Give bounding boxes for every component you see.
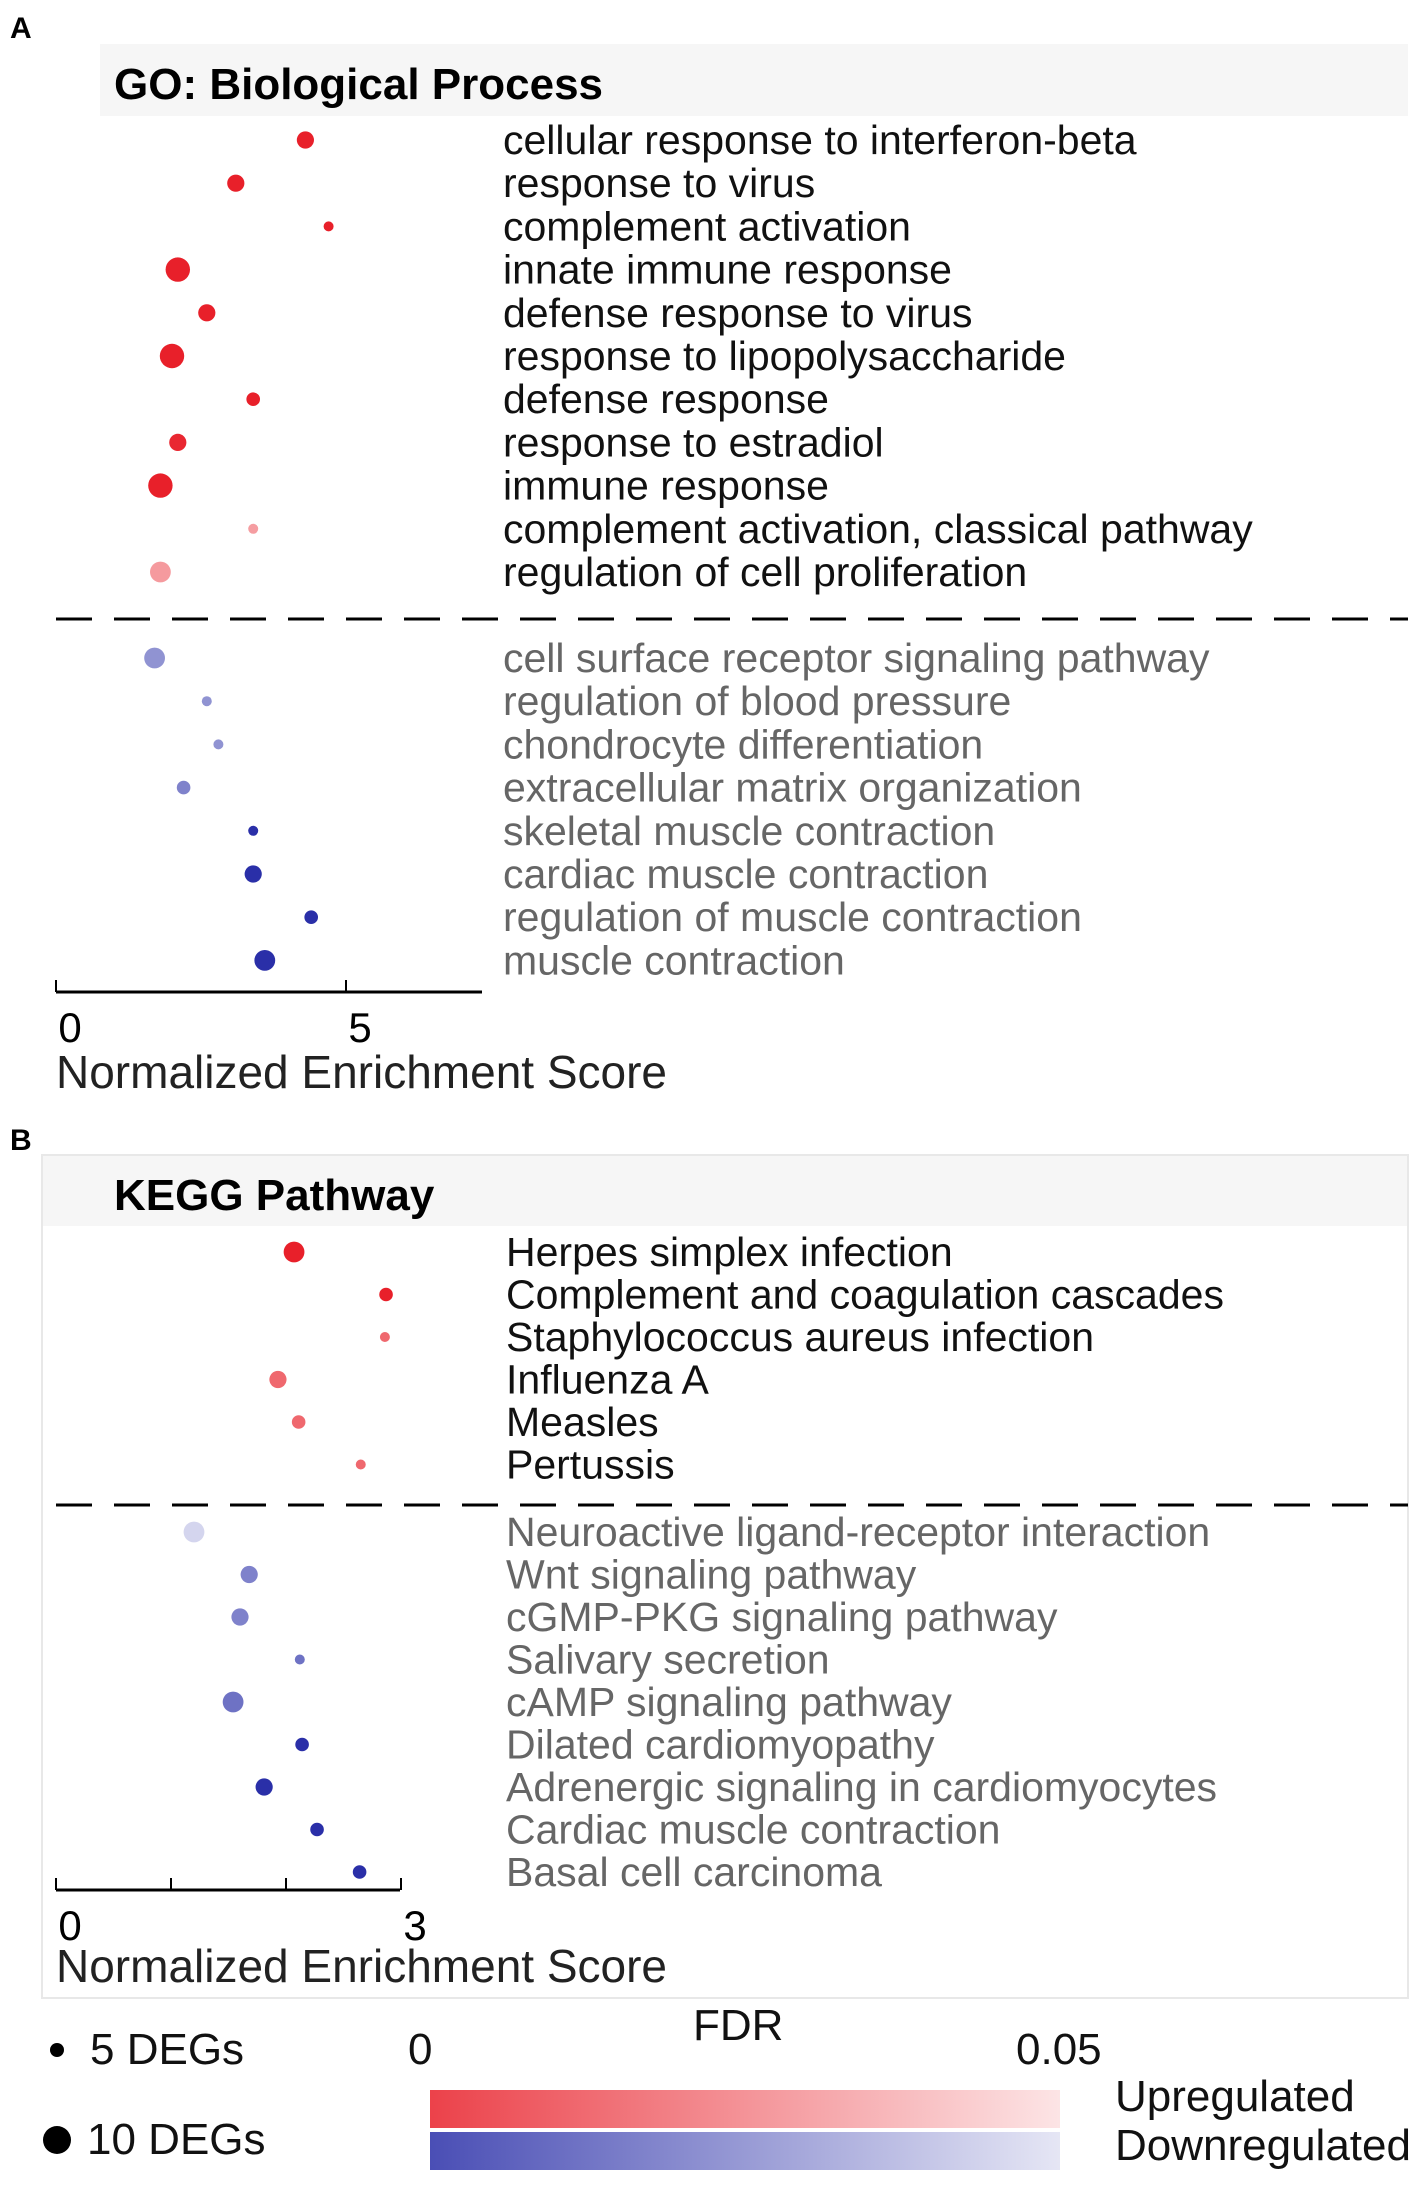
kegg-down-term-label-3: Salivary secretion [506,1637,830,1683]
legend-size-small-marker [50,2043,64,2057]
kegg-down-term-label-1: Wnt signaling pathway [506,1552,917,1598]
panel-a-title: GO: Biological Process [114,60,603,109]
kegg-up-point-5 [355,1459,366,1470]
legend: 5 DEGs 10 DEGs FDR 0 0.05 Upregulated Do… [43,2001,1411,2170]
kegg-up-point-3 [269,1370,287,1389]
kegg-x-axis-title: Normalized Enrichment Score [56,1940,667,1992]
go-down-point-7 [254,950,276,971]
kegg-down-term-label-0: Neuroactive ligand-receptor interaction [506,1509,1210,1555]
legend-fdr-min: 0 [408,2025,432,2074]
go-up-point-5 [159,343,185,369]
go-down-term-label-7: muscle contraction [503,937,845,983]
go-down-point-0 [144,647,166,669]
legend-down-gradient [430,2132,1060,2170]
kegg-down-point-7 [310,1822,324,1837]
go-down-point-1 [201,696,212,707]
go-down-term-label-0: cell surface receptor signaling pathway [503,635,1210,681]
go-down-point-3 [176,780,191,795]
kegg-down-point-2 [231,1608,249,1626]
go-up-point-1 [227,174,245,192]
panel-b-letter: B [10,1124,32,1157]
go-up-point-0 [296,131,314,149]
kegg-up-term-label-5: Pertussis [506,1442,675,1488]
panel-a-title-bar [100,44,1408,116]
go-up-term-label-2: complement activation [503,203,911,249]
go-up-term-label-10: regulation of cell proliferation [503,549,1027,595]
kegg-up-term-label-4: Measles [506,1399,659,1445]
go-up-term-label-5: response to lipopolysaccharide [503,333,1066,379]
go-up-term-label-7: response to estradiol [503,419,884,465]
legend-up-label: Upregulated [1115,2072,1355,2121]
go-up-term-label-8: immune response [503,463,829,509]
panel-b-title-bar [43,1156,1407,1226]
go-down-point-2 [213,739,224,750]
go-x-tick-label-0: 0 [58,1004,81,1051]
go-up-term-label-9: complement activation, classical pathway [503,506,1253,552]
kegg-down-term-label-6: Adrenergic signaling in cardiomyocytes [506,1764,1217,1810]
kegg-up-point-4 [291,1415,306,1429]
legend-fdr-title: FDR [693,2001,783,2050]
go-up-point-6 [246,392,260,407]
kegg-down-term-label-5: Dilated cardiomyopathy [506,1722,935,1768]
legend-size-large-label: 10 DEGs [87,2115,266,2164]
go-up-term-label-3: innate immune response [503,247,952,293]
kegg-up-point-2 [379,1332,390,1342]
go-down-term-label-5: cardiac muscle contraction [503,851,988,897]
kegg-x-tick-label-0: 0 [58,1902,81,1949]
kegg-up-point-1 [379,1287,393,1302]
legend-fdr-max: 0.05 [1016,2025,1102,2074]
go-down-term-label-3: extracellular matrix organization [503,765,1082,811]
legend-down-label: Downregulated [1115,2121,1411,2170]
go-down-term-label-2: chondrocyte differentiation [503,721,983,767]
legend-up-gradient [430,2090,1060,2128]
kegg-down-point-6 [255,1778,273,1796]
kegg-down-term-label-8: Basal cell carcinoma [506,1849,882,1895]
go-up-point-7 [169,433,187,451]
go-down-term-label-1: regulation of blood pressure [503,678,1011,724]
kegg-down-point-3 [294,1654,305,1665]
panel-a-plot: cellular response to interferon-betaresp… [55,117,1408,1098]
kegg-up-term-label-3: Influenza A [506,1357,710,1403]
go-up-term-label-6: defense response [503,376,829,422]
go-x-tick-label-1: 5 [348,1004,371,1051]
kegg-up-point-0 [283,1241,305,1263]
legend-size-large-marker [43,2126,71,2154]
go-x-axis-title: Normalized Enrichment Score [56,1046,667,1098]
panel-b-title: KEGG Pathway [114,1171,435,1220]
kegg-down-point-8 [352,1865,367,1879]
go-up-term-label-0: cellular response to interferon-beta [503,117,1137,163]
kegg-down-term-label-2: cGMP-PKG signaling pathway [506,1594,1058,1640]
go-up-term-label-4: defense response to virus [503,290,973,336]
go-up-point-3 [165,257,190,282]
go-down-point-6 [304,910,319,924]
kegg-x-tick-label-3: 3 [403,1902,426,1949]
panel-a-letter: A [10,12,32,45]
go-up-point-2 [323,221,334,232]
go-up-point-9 [248,523,259,534]
go-down-point-4 [248,825,259,836]
kegg-down-point-4 [222,1691,244,1713]
legend-size-small-label: 5 DEGs [90,2025,244,2074]
kegg-down-point-0 [183,1521,205,1543]
go-up-point-10 [150,561,171,583]
kegg-down-term-label-7: Cardiac muscle contraction [506,1807,1000,1853]
go-down-point-5 [244,865,262,883]
kegg-up-term-label-2: Staphylococcus aureus infection [506,1314,1094,1360]
go-up-term-label-1: response to virus [503,160,815,206]
go-down-term-label-6: regulation of muscle contraction [503,894,1082,940]
kegg-down-term-label-4: cAMP signaling pathway [506,1679,952,1725]
kegg-up-term-label-1: Complement and coagulation cascades [506,1272,1224,1318]
go-up-point-8 [148,473,173,498]
panel-b-frame [41,1154,1409,1999]
kegg-up-term-label-0: Herpes simplex infection [506,1229,953,1275]
kegg-down-point-5 [295,1737,309,1752]
kegg-down-point-1 [240,1565,258,1584]
go-up-point-4 [198,304,216,322]
go-down-term-label-4: skeletal muscle contraction [503,808,995,854]
